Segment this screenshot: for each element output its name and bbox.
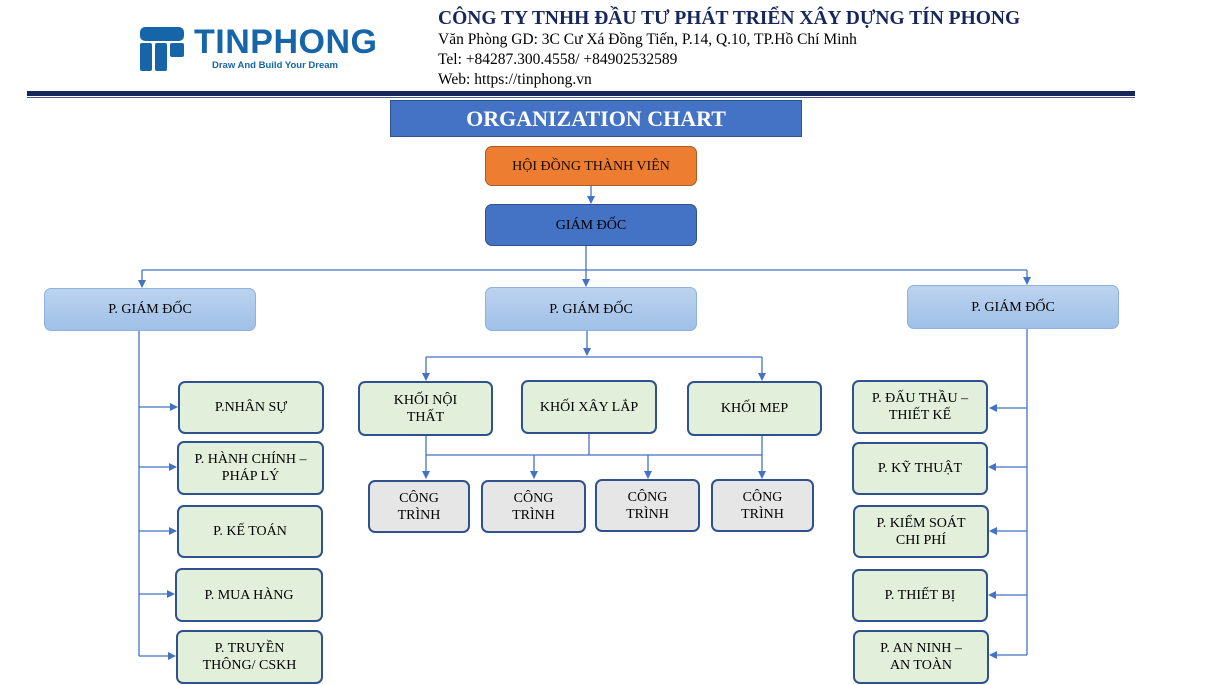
division-node: KHỐI NỘI THẤT: [358, 381, 493, 436]
left-department-node: P. TRUYỀN THÔNG/ CSKH: [176, 630, 323, 684]
left-department-node: P.NHÂN SỰ: [178, 381, 324, 434]
right-department-node: P. THIẾT BỊ: [852, 569, 988, 622]
company-address: Văn Phòng GD: 3C Cư Xá Đồng Tiến, P.14, …: [438, 31, 857, 48]
project-node: CÔNG TRÌNH: [595, 479, 700, 532]
director-node: GIÁM ĐỐC: [485, 204, 697, 246]
deputy-director-center-node: P. GIÁM ĐỐC: [485, 287, 697, 331]
deputy-director-left-node: P. GIÁM ĐỐC: [44, 288, 256, 331]
company-logo-tagline: Draw And Build Your Dream: [212, 60, 338, 71]
company-website: Web: https://tinphong.vn: [438, 71, 592, 88]
right-department-node: P. ĐẤU THẦU – THIẾT KẾ: [852, 380, 988, 434]
right-department-node: P. KỸ THUẬT: [852, 442, 988, 495]
chart-title: ORGANIZATION CHART: [390, 100, 802, 137]
division-node: KHỐI MEP: [687, 381, 822, 436]
company-name: CÔNG TY TNHH ĐẦU TƯ PHÁT TRIỂN XÂY DỰNG …: [438, 8, 1021, 29]
right-department-node: P. AN NINH – AN TOÀN: [853, 630, 989, 684]
project-node: CÔNG TRÌNH: [481, 480, 586, 533]
left-department-node: P. HÀNH CHÍNH – PHÁP LÝ: [177, 441, 324, 495]
deputy-director-right-node: P. GIÁM ĐỐC: [907, 285, 1119, 329]
header-divider: [27, 91, 1135, 96]
right-department-node: P. KIỂM SOÁT CHI PHÍ: [853, 505, 989, 558]
left-department-node: P. KẾ TOÁN: [177, 505, 323, 558]
project-node: CÔNG TRÌNH: [368, 480, 470, 533]
project-node: CÔNG TRÌNH: [711, 479, 814, 532]
company-logo-text: TINPHONG: [194, 23, 378, 61]
left-department-node: P. MUA HÀNG: [175, 568, 323, 622]
company-logo-mark: [138, 25, 186, 73]
header-divider-thin: [27, 97, 1135, 98]
division-node: KHỐI XÂY LẮP: [521, 380, 657, 434]
board-of-members-node: HỘI ĐỒNG THÀNH VIÊN: [485, 146, 697, 186]
company-phone: Tel: +84287.300.4558/ +84902532589: [438, 51, 678, 68]
